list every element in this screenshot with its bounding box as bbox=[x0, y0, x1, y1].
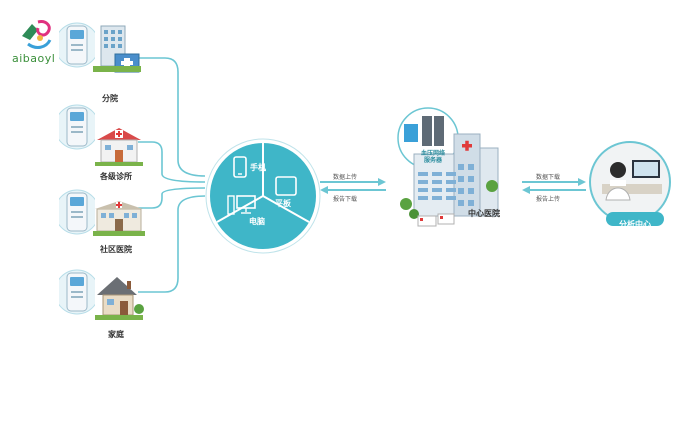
hub-phone-label: 手机 bbox=[250, 163, 266, 172]
line-clinic bbox=[138, 141, 206, 183]
central-hospital-label: 中心医院 bbox=[468, 209, 500, 218]
bp-monitor-icon bbox=[59, 269, 95, 315]
line-home bbox=[138, 195, 206, 293]
site-home: 家庭 bbox=[55, 265, 155, 345]
upload-data-label: 数据上传 bbox=[333, 174, 358, 181]
site-home-label: 家庭 bbox=[108, 330, 124, 339]
site-community-label: 社区医院 bbox=[100, 245, 132, 254]
download-data-label: 数据下载 bbox=[536, 174, 561, 181]
hub-computer-label: 电脑 bbox=[249, 217, 265, 226]
line-community bbox=[138, 187, 206, 209]
line-branch bbox=[138, 57, 206, 177]
logo-text: aibaoyl bbox=[12, 52, 56, 65]
hospital-complex-icon bbox=[397, 107, 499, 227]
logo-mark-icon bbox=[22, 20, 52, 49]
site-branch-label: 分院 bbox=[102, 94, 118, 103]
hospital-building-icon bbox=[93, 25, 141, 73]
phone-icon bbox=[233, 156, 247, 178]
hub-tablet-label: 平板 bbox=[275, 199, 291, 208]
house-icon bbox=[95, 277, 144, 320]
analysis-label-bar: 分析中心 bbox=[606, 212, 664, 229]
doctor-workstation-icon bbox=[589, 141, 671, 223]
central-hospital: 血压网络 服务器 中心医院 bbox=[388, 98, 518, 250]
site-clinic: 各级诊所 bbox=[55, 100, 155, 185]
site-clinic-label: 各级诊所 bbox=[100, 172, 132, 181]
server-label: 血压网络 服务器 bbox=[398, 150, 468, 164]
device-hub: 手机 平板 电脑 bbox=[205, 138, 321, 254]
community-hospital-icon bbox=[93, 201, 145, 236]
analysis-label: 分析中心 bbox=[619, 220, 651, 229]
site-branch: 分院 bbox=[55, 18, 145, 113]
site-community: 社区医院 bbox=[55, 185, 155, 265]
server-label-line1: 血压网络 bbox=[420, 150, 445, 157]
bp-monitor-icon bbox=[59, 22, 95, 68]
upload-report-label: 报告上传 bbox=[536, 196, 561, 203]
analysis-center: 分析中心 bbox=[588, 140, 672, 229]
download-report-label: 报告下载 bbox=[333, 196, 358, 203]
bp-monitor-icon bbox=[59, 189, 95, 235]
logo: aibaoyl bbox=[10, 18, 70, 68]
server-label-line2: 服务器 bbox=[423, 157, 442, 164]
clinic-building-icon bbox=[95, 128, 143, 166]
computer-icon bbox=[227, 195, 256, 215]
bp-monitor-icon bbox=[59, 104, 95, 150]
tablet-icon bbox=[275, 176, 297, 196]
